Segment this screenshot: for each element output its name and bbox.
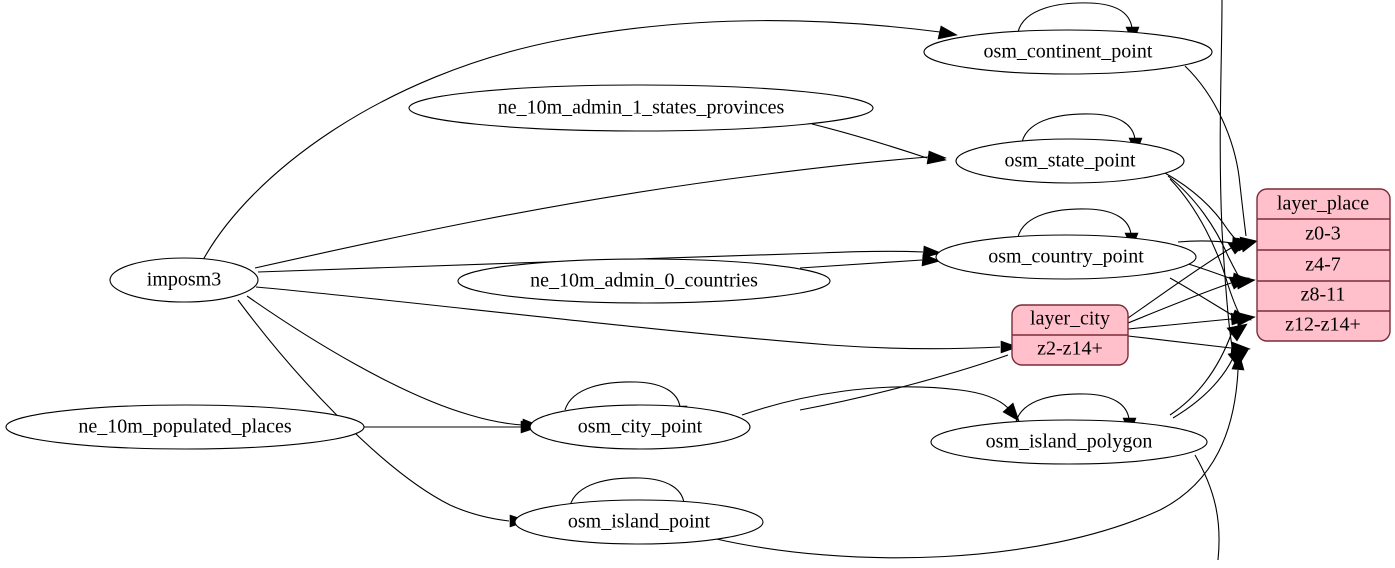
node-osm-state-point-shape[interactable] xyxy=(955,138,1185,184)
record-layer: layer_city z2-z14+ layer_place z0-3 z4-7… xyxy=(1011,188,1391,366)
record-layer-place-row-z12-z14[interactable]: z12-z14+ xyxy=(1285,314,1361,336)
node-layer: imposm3 ne_10m_admin_1_states_provinces … xyxy=(5,29,1213,545)
node-ne-states-label: ne_10m_admin_1_states_provinces xyxy=(498,97,785,119)
node-osm-island-point-label: osm_island_point xyxy=(568,511,711,533)
node-ne-countries-label: ne_10m_admin_0_countries xyxy=(530,270,758,292)
record-layer-place-row-z0-3[interactable]: z0-3 xyxy=(1305,223,1341,245)
record-layer-place[interactable]: layer_place z0-3 z4-7 z8-11 z12-z14+ xyxy=(1256,188,1391,342)
edge-osm-island-polygon-to-layer-place-z12 xyxy=(1172,357,1234,419)
edge-layer-city-to-layer-place-z8 xyxy=(1127,318,1232,330)
arrowhead xyxy=(1228,276,1250,290)
record-layer-place-title: layer_place xyxy=(1277,193,1369,215)
edge-layer-city-to-layer-place-z4 xyxy=(1127,282,1232,324)
arrowhead xyxy=(1226,323,1248,342)
record-layer-place-box[interactable] xyxy=(1256,188,1391,342)
node-osm-island-polygon-label: osm_island_polygon xyxy=(986,431,1153,453)
edge-osm-country-point-to-layer-place-z0 xyxy=(1177,240,1233,244)
node-osm-island-polygon-shape[interactable] xyxy=(930,419,1208,465)
selfloop-osm-continent-point xyxy=(1017,2,1133,33)
edge-layercity-cross-lower xyxy=(799,354,1009,411)
arrowhead xyxy=(1227,239,1249,255)
edge-osm-continent-point-to-layer-place-z0 xyxy=(1184,65,1247,237)
edge-ne-states-to-osm-state-point xyxy=(811,123,928,159)
node-ne-10m-populated-places[interactable]: ne_10m_populated_places xyxy=(5,404,365,450)
selfloop-osm-country-point xyxy=(1017,208,1132,238)
node-ne-states-shape[interactable] xyxy=(408,84,874,132)
edge-imposm3-to-osm-country-point xyxy=(257,250,924,273)
edge-osm-island-point-to-layer-place-z12 xyxy=(711,369,1239,559)
node-osm-country-point[interactable]: osm_country_point xyxy=(935,234,1197,280)
node-ne-populated-shape[interactable] xyxy=(5,404,365,450)
node-ne-10m-admin-1-states-provinces[interactable]: ne_10m_admin_1_states_provinces xyxy=(408,84,874,132)
node-osm-continent-point-label: osm_continent_point xyxy=(984,41,1153,63)
edge-imposm3-to-osm-city-point xyxy=(246,295,523,426)
node-osm-state-point[interactable]: osm_state_point xyxy=(955,138,1185,184)
edge-osm-country-point-to-layer-place-z8 xyxy=(1169,277,1233,316)
edge-imposm3-to-osm-state-point xyxy=(254,156,929,269)
edge-osm-city-point-to-osm-island-polygon xyxy=(741,386,1009,416)
selfloop-osm-state-point xyxy=(1021,113,1136,143)
node-osm-continent-point-shape[interactable] xyxy=(923,29,1213,75)
edge-layer-city-to-layer-place-z0 xyxy=(1127,247,1232,319)
edge-imposm3-to-osm-island-point xyxy=(237,299,510,522)
node-osm-country-point-label: osm_country_point xyxy=(988,246,1144,268)
arrowhead xyxy=(921,253,941,267)
node-ne-countries-shape[interactable] xyxy=(457,258,831,304)
selfloop-osm-island-polygon xyxy=(1015,393,1130,423)
arrowhead xyxy=(1000,340,1019,354)
node-osm-city-point-shape[interactable] xyxy=(529,404,751,450)
edge-imposm3-to-layer-city xyxy=(255,286,1001,350)
node-osm-city-point[interactable]: osm_city_point xyxy=(529,404,751,450)
arrowhead xyxy=(937,25,958,40)
arrowhead xyxy=(1231,351,1245,371)
edge-imposm3-to-osm-continent-point xyxy=(202,20,941,261)
node-osm-island-polygon[interactable]: osm_island_polygon xyxy=(930,419,1208,465)
node-ne-10m-admin-0-countries[interactable]: ne_10m_admin_0_countries xyxy=(457,258,831,304)
node-osm-city-point-label: osm_city_point xyxy=(578,416,703,438)
arrowhead xyxy=(922,245,942,259)
edge-osm-island-polygon-to-layer-place-z8 xyxy=(1169,331,1233,416)
selfloop-osm-city-point xyxy=(564,381,681,411)
edge-osm-state-point-to-layer-place-z4 xyxy=(1167,175,1242,281)
node-osm-island-point-shape[interactable] xyxy=(514,499,764,545)
node-ne-populated-label: ne_10m_populated_places xyxy=(78,416,291,438)
record-layer-city-row-z2[interactable]: z2-z14+ xyxy=(1037,338,1103,360)
selfloop-osm-island-point xyxy=(569,477,685,507)
edge-osm-island-polygon-right-sweep xyxy=(1194,454,1220,561)
node-osm-continent-point[interactable]: osm_continent_point xyxy=(923,29,1213,75)
node-imposm3-shape[interactable] xyxy=(109,257,259,303)
arrowhead xyxy=(1002,402,1020,422)
record-layer-city-title: layer_city xyxy=(1030,308,1110,330)
node-imposm3-label: imposm3 xyxy=(147,269,221,291)
node-osm-state-point-label: osm_state_point xyxy=(1004,150,1136,172)
arrowhead xyxy=(926,151,947,165)
edge-osm-city-point-to-layer-place-z12 xyxy=(1219,0,1235,358)
node-imposm3[interactable]: imposm3 xyxy=(109,257,259,303)
record-layer-place-row-z4-7[interactable]: z4-7 xyxy=(1305,254,1341,276)
record-layer-place-row-z8-11[interactable]: z8-11 xyxy=(1301,284,1346,306)
arrowhead xyxy=(1230,312,1250,326)
edge-layer-city-to-layer-place-z12 xyxy=(1127,335,1232,349)
record-layer-city[interactable]: layer_city z2-z14+ xyxy=(1011,304,1129,366)
node-osm-island-point[interactable]: osm_island_point xyxy=(514,499,764,545)
edge-ne-countries-to-osm-country-point xyxy=(799,259,923,269)
node-osm-country-point-shape[interactable] xyxy=(935,234,1197,280)
